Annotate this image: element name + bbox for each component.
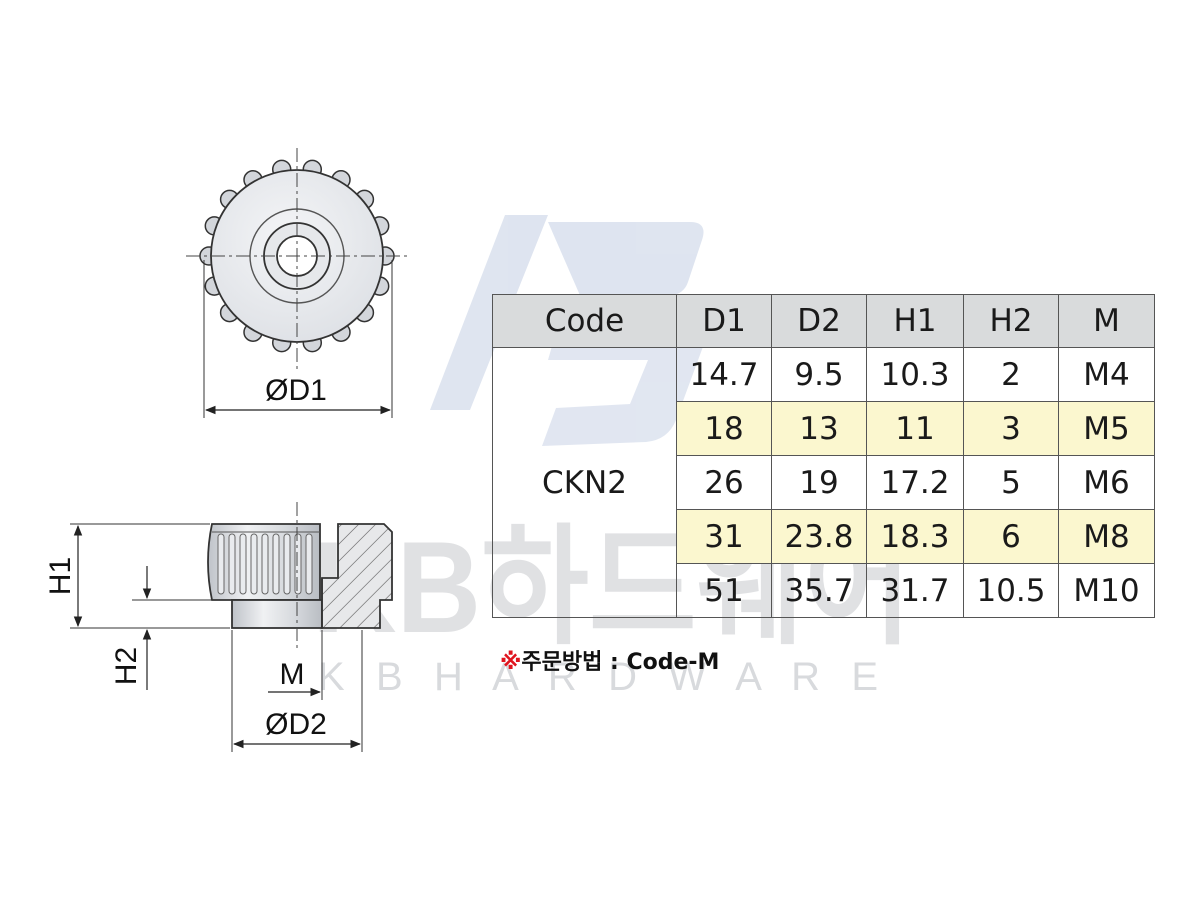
cell-h1: 18.3 (866, 509, 964, 564)
knurl-flute (272, 533, 280, 595)
cell-m: M5 (1058, 401, 1155, 456)
knurl-flute (261, 533, 269, 595)
order-note-text: 주문방법 : Code-M (521, 650, 720, 675)
cell-d1: 51 (676, 563, 772, 618)
knurl-flutes (217, 533, 313, 595)
code-cell: CKN2 (492, 347, 677, 618)
cell-m: M8 (1058, 509, 1155, 564)
top-view: ØD1 (186, 148, 408, 418)
spec-table: Code D1 D2 H1 H2 M CKN2 14.7 9.5 10.3 2 … (492, 294, 1155, 618)
knurl-flute (283, 533, 291, 595)
header-d1: D1 (676, 294, 772, 348)
knurl-flute (294, 533, 302, 595)
header-code: Code (492, 294, 677, 348)
header-m: M (1058, 294, 1155, 348)
table-row: 18 13 11 3 M5 (493, 401, 1155, 456)
cell-h1: 10.3 (866, 347, 964, 402)
dim-label-h1: H1 (44, 557, 77, 595)
cell-d1: 14.7 (676, 347, 772, 402)
cell-h2: 5 (963, 455, 1059, 510)
table-header-row: Code D1 D2 H1 H2 M (492, 294, 1155, 348)
cell-h1: 11 (866, 401, 964, 456)
table-row: 26 19 17.2 5 M6 (493, 455, 1155, 510)
cell-d2: 19 (771, 455, 867, 510)
side-view: H1 H2 M ØD2 (44, 502, 393, 752)
cell-h1: 17.2 (866, 455, 964, 510)
dim-label-h2: H2 (110, 647, 143, 685)
cell-h2: 6 (963, 509, 1059, 564)
cell-h1: 31.7 (866, 563, 964, 618)
cell-d1: 18 (676, 401, 772, 456)
cell-d2: 23.8 (771, 509, 867, 564)
cell-h2: 2 (963, 347, 1059, 402)
table-row: 51 35.7 31.7 10.5 M10 (493, 563, 1155, 618)
knurl-flute (305, 533, 313, 595)
knurl-flute (250, 533, 258, 595)
reference-mark-icon: ※ (500, 650, 522, 675)
knurl-flute (217, 533, 225, 595)
cell-m: M10 (1058, 563, 1155, 618)
knurl-flute (228, 533, 236, 595)
cell-d2: 13 (771, 401, 867, 456)
header-d2: D2 (771, 294, 867, 348)
cell-m: M6 (1058, 455, 1155, 510)
header-h1: H1 (866, 294, 964, 348)
table-row: CKN2 14.7 9.5 10.3 2 M4 (492, 347, 1155, 618)
header-h2: H2 (963, 294, 1059, 348)
dim-label-od1: ØD1 (265, 374, 327, 407)
cell-d1: 31 (676, 509, 772, 564)
cell-d2: 35.7 (771, 563, 867, 618)
dim-label-m: M (280, 658, 305, 691)
cell-m: M4 (1058, 347, 1155, 402)
cell-h2: 10.5 (963, 563, 1059, 618)
dim-label-od2: ØD2 (265, 708, 327, 741)
knurl-flute (239, 533, 247, 595)
cell-d1: 26 (676, 455, 772, 510)
order-note: ※주문방법 : Code-M (500, 644, 719, 676)
table-row: 31 23.8 18.3 6 M8 (493, 509, 1155, 564)
cell-h2: 3 (963, 401, 1059, 456)
cell-d2: 9.5 (771, 347, 867, 402)
